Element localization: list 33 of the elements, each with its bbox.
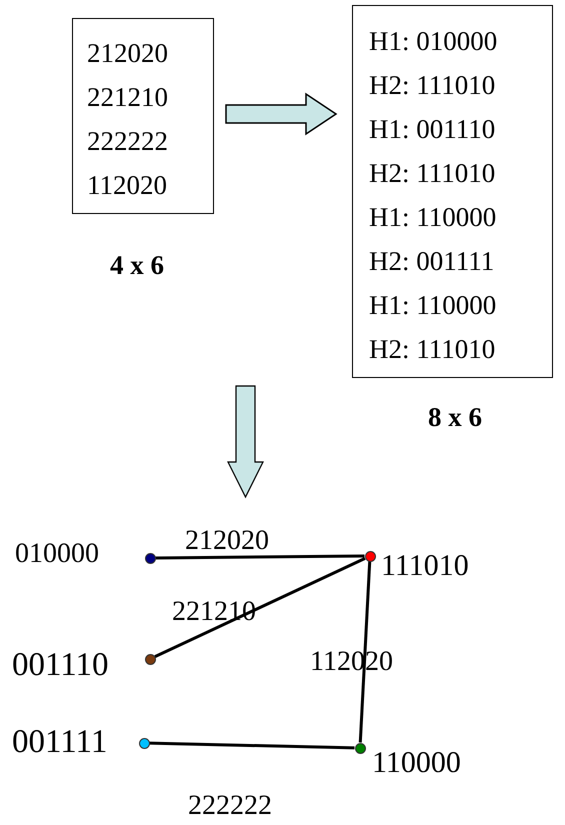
connector-line — [154, 556, 366, 658]
sequence-text: H1: 001110 — [369, 113, 496, 146]
sequence-text: H1: 110000 — [369, 201, 498, 234]
edge-label: 222222 — [188, 792, 272, 820]
size-label: 4 x 6 — [110, 250, 164, 281]
node-label: 110000 — [372, 746, 461, 780]
node-label: 001110 — [12, 647, 109, 684]
graph-dot — [354, 742, 366, 754]
node-label: 010000 — [15, 538, 99, 570]
edge-label: 212020 — [185, 527, 269, 555]
sequence-text: H2: 001111 — [369, 245, 496, 278]
sequence-text: 221210 — [87, 81, 169, 114]
sequence-text: H2: 111010 — [369, 69, 496, 102]
sequence-box — [352, 5, 553, 378]
sequence-text: H2: 111010 — [369, 333, 496, 366]
sequence-text: 212020 — [87, 37, 169, 70]
sequence-text: H1: 110000 — [369, 289, 498, 322]
graph-dot — [144, 654, 156, 664]
graph-dot — [144, 552, 156, 564]
block-arrow — [225, 92, 338, 136]
graph-dot — [138, 738, 150, 748]
connector-line — [149, 742, 355, 750]
connector-line — [155, 554, 365, 560]
node-label: 001111 — [12, 724, 108, 761]
node-label: 111010 — [381, 549, 469, 583]
graph-dot — [364, 550, 376, 562]
sequence-text: 112020 — [87, 169, 168, 202]
sequence-text: H2: 111010 — [369, 157, 496, 190]
size-label: 8 x 6 — [428, 402, 482, 433]
connector-line — [358, 561, 372, 743]
sequence-box — [72, 18, 214, 214]
sequence-text: H1: 010000 — [369, 25, 498, 58]
sequence-text: 222222 — [87, 125, 169, 158]
